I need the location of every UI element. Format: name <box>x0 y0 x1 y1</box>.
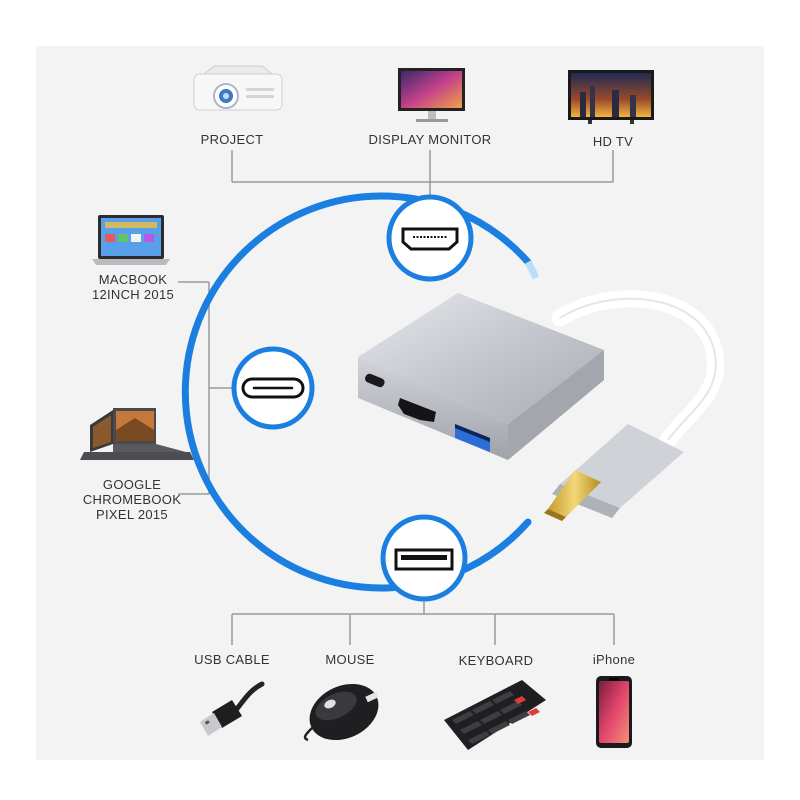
label-iphone: iPhone <box>592 652 636 667</box>
usb-a-port-badge <box>380 514 468 602</box>
usb-c-port-badge <box>231 346 315 430</box>
usb-c-plug <box>544 424 684 521</box>
label-keyboard: KEYBOARD <box>458 653 534 668</box>
iphone-icon <box>596 676 632 748</box>
label-chromebook: GOOGLE CHROMEBOOK PIXEL 2015 <box>82 477 182 522</box>
label-usb-cable: USB CABLE <box>194 652 270 667</box>
hd-tv-icon <box>568 70 654 124</box>
projector-icon <box>193 65 283 111</box>
label-project: PROJECT <box>200 132 264 147</box>
label-hd-tv: HD TV <box>592 134 634 149</box>
label-macbook: MACBOOK 12INCH 2015 <box>91 272 175 302</box>
display-monitor-icon <box>398 68 465 122</box>
hdmi-port-icon <box>401 227 459 251</box>
chromebook-icon <box>80 408 194 460</box>
macbook-icon <box>92 215 170 265</box>
label-mouse: MOUSE <box>325 652 375 667</box>
left-connector-lines <box>178 281 235 495</box>
usb-c-adapter <box>358 293 604 460</box>
usb-a-port-icon <box>394 548 454 571</box>
mouse-icon <box>303 683 379 742</box>
label-display-monitor: DISPLAY MONITOR <box>368 132 492 147</box>
hdmi-port-badge <box>386 194 474 282</box>
usb-cable-icon <box>200 681 265 736</box>
top-connector-lines <box>231 150 614 197</box>
usb-c-port-icon <box>241 377 305 399</box>
keyboard-icon <box>444 680 546 750</box>
